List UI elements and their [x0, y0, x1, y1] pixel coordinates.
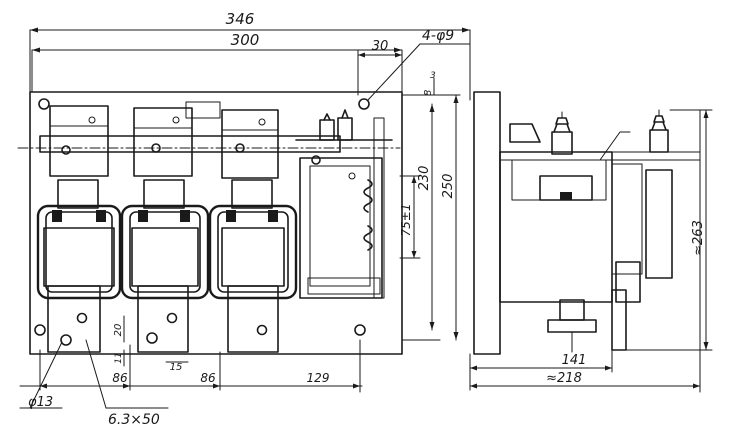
mounting-plate — [29, 91, 403, 355]
front-view: 346 300 30 4-φ9 — [17, 10, 471, 428]
terminal-hole-callout: φ13 — [28, 395, 53, 410]
auxiliary-assembly — [295, 109, 393, 299]
dim-label-129: 129 — [307, 371, 330, 385]
dim-label-300: 300 — [231, 31, 260, 49]
pole-2 — [120, 107, 210, 353]
side-insulator — [649, 109, 669, 153]
dim-label-20: 20 — [113, 324, 124, 337]
dim-label-86-b: 86 — [200, 371, 216, 385]
hole-callout: 4-φ9 — [422, 28, 454, 44]
dim-label-8: 8 — [423, 90, 434, 96]
mounting-hole — [38, 98, 50, 110]
dim-label-230: 230 — [417, 166, 432, 191]
mounting-hole — [34, 324, 46, 336]
dim-label-3: 3 — [430, 71, 436, 81]
mounting-hole — [358, 98, 370, 110]
dim-label-11: 11 — [114, 352, 124, 363]
drive-shaft — [39, 135, 341, 153]
pole-3 — [208, 109, 298, 353]
dim-label-15: 15 — [170, 362, 183, 373]
dim-label-141: 141 — [562, 353, 587, 368]
side-mounting-plate — [473, 91, 501, 355]
dim-label-250: 250 — [441, 174, 456, 199]
dim-label-218: ≈218 — [546, 371, 582, 386]
pole-1 — [36, 105, 122, 353]
dim-label-75: 75±1 — [399, 204, 413, 237]
mounting-hole — [354, 324, 366, 336]
dim-label-86-a: 86 — [112, 371, 128, 385]
dim-label-30: 30 — [372, 39, 389, 54]
side-insulator — [551, 111, 573, 155]
dim-label-263: ≈263 — [691, 220, 706, 256]
side-view: ≈263 141 ≈218 — [469, 91, 713, 393]
dim-label-346: 346 — [226, 10, 255, 28]
terminal-bar-callout: 6.3×50 — [108, 412, 160, 428]
